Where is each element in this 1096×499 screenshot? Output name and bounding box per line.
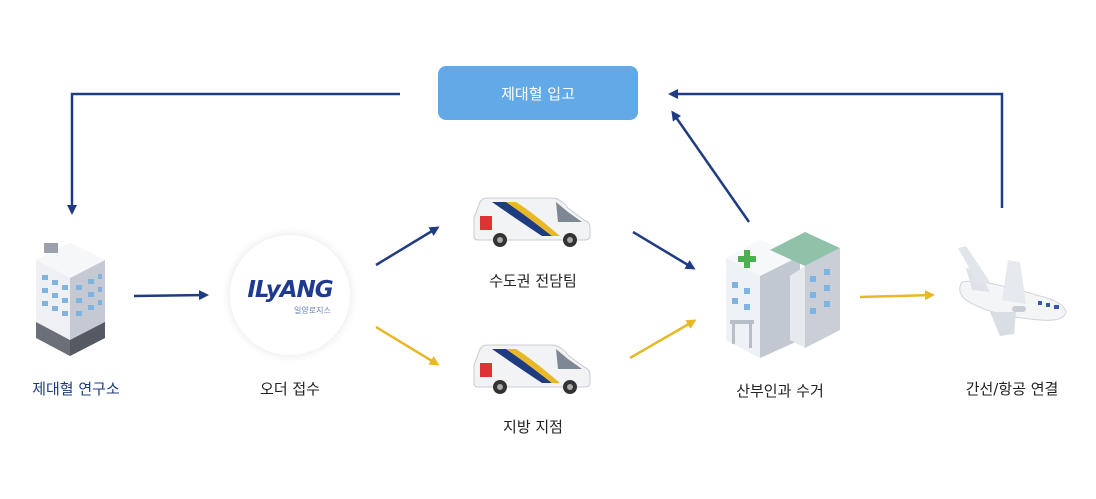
arrow-air-to-top <box>668 89 1004 208</box>
arrow-hospital-to-air <box>859 290 935 301</box>
regional-branch-label: 지방 지점 <box>503 418 563 436</box>
arrow-metro-to-hospital <box>632 230 696 270</box>
order-receipt-label: 오더 접수 <box>260 380 320 398</box>
airplane-icon <box>958 246 1067 336</box>
ilyang-logo-text: ILyANG <box>247 277 333 303</box>
hospital-pickup-label: 산부인과 수거 <box>736 382 824 400</box>
arrow-order-to-regional <box>375 325 440 366</box>
arrow-top-to-research <box>67 92 400 215</box>
van-icon <box>473 197 591 247</box>
arrow-regional-to-hospital <box>629 319 697 360</box>
research-center-label: 제대혈 연구소 <box>32 380 120 398</box>
building-icon <box>36 243 105 356</box>
arrow-hospital-to-top <box>671 110 751 223</box>
cord-blood-intake-label: 제대혈 입고 <box>501 84 575 103</box>
cord-blood-intake-box: 제대혈 입고 <box>438 66 638 120</box>
metro-team-label: 수도권 전담팀 <box>489 272 577 290</box>
ilyang-logo: ILyANG 일양로지스 <box>230 235 350 355</box>
van-icon <box>473 344 591 394</box>
arrow-research-to-order <box>133 290 209 301</box>
hospital-icon <box>726 232 840 358</box>
air-connection-label: 간선/항공 연결 <box>965 380 1059 398</box>
arrow-order-to-metro <box>375 226 440 267</box>
ilyang-logo-subtext: 일양로지스 <box>294 306 331 315</box>
